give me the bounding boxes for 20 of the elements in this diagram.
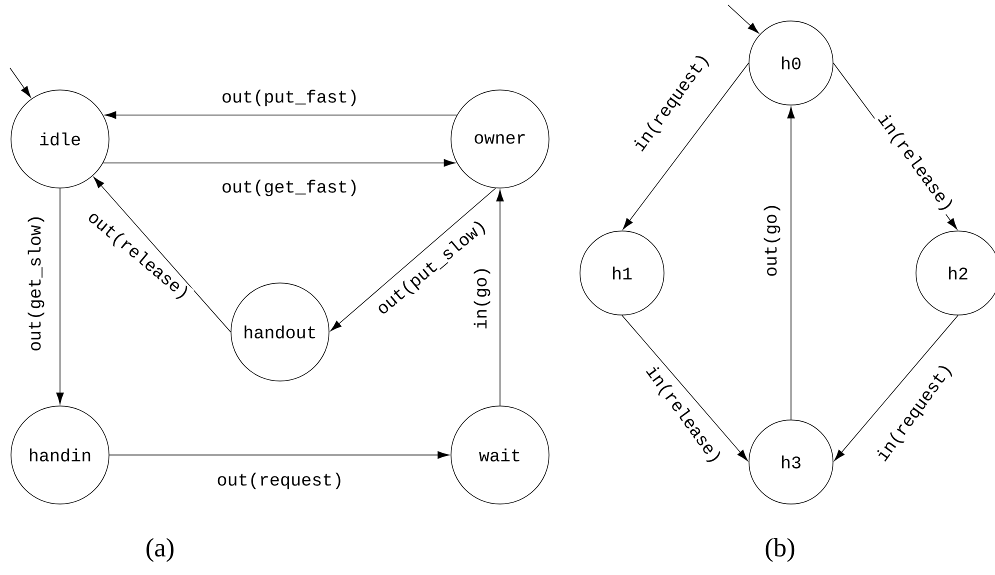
edge-label: out(put_fast) bbox=[220, 88, 360, 108]
edge-label: out(request) bbox=[214, 471, 346, 491]
edge-label: out(get_slow) bbox=[26, 212, 46, 354]
arrow bbox=[102, 159, 456, 167]
arrow bbox=[496, 190, 504, 406]
arrow bbox=[104, 111, 458, 119]
edge-label: out(go) bbox=[762, 201, 782, 279]
arrow bbox=[622, 315, 748, 462]
panel-caption: (a) bbox=[146, 538, 174, 562]
arrow bbox=[330, 188, 496, 332]
arrow bbox=[622, 62, 750, 230]
arrow bbox=[834, 315, 958, 462]
arrow bbox=[10, 68, 31, 98]
edge-label: out(get_fast) bbox=[220, 178, 360, 198]
arrow bbox=[728, 4, 759, 34]
arrow bbox=[109, 451, 450, 459]
panel-caption: (b) bbox=[766, 538, 794, 562]
arrow bbox=[787, 106, 795, 420]
arrow bbox=[56, 188, 64, 404]
arrow bbox=[94, 176, 231, 332]
